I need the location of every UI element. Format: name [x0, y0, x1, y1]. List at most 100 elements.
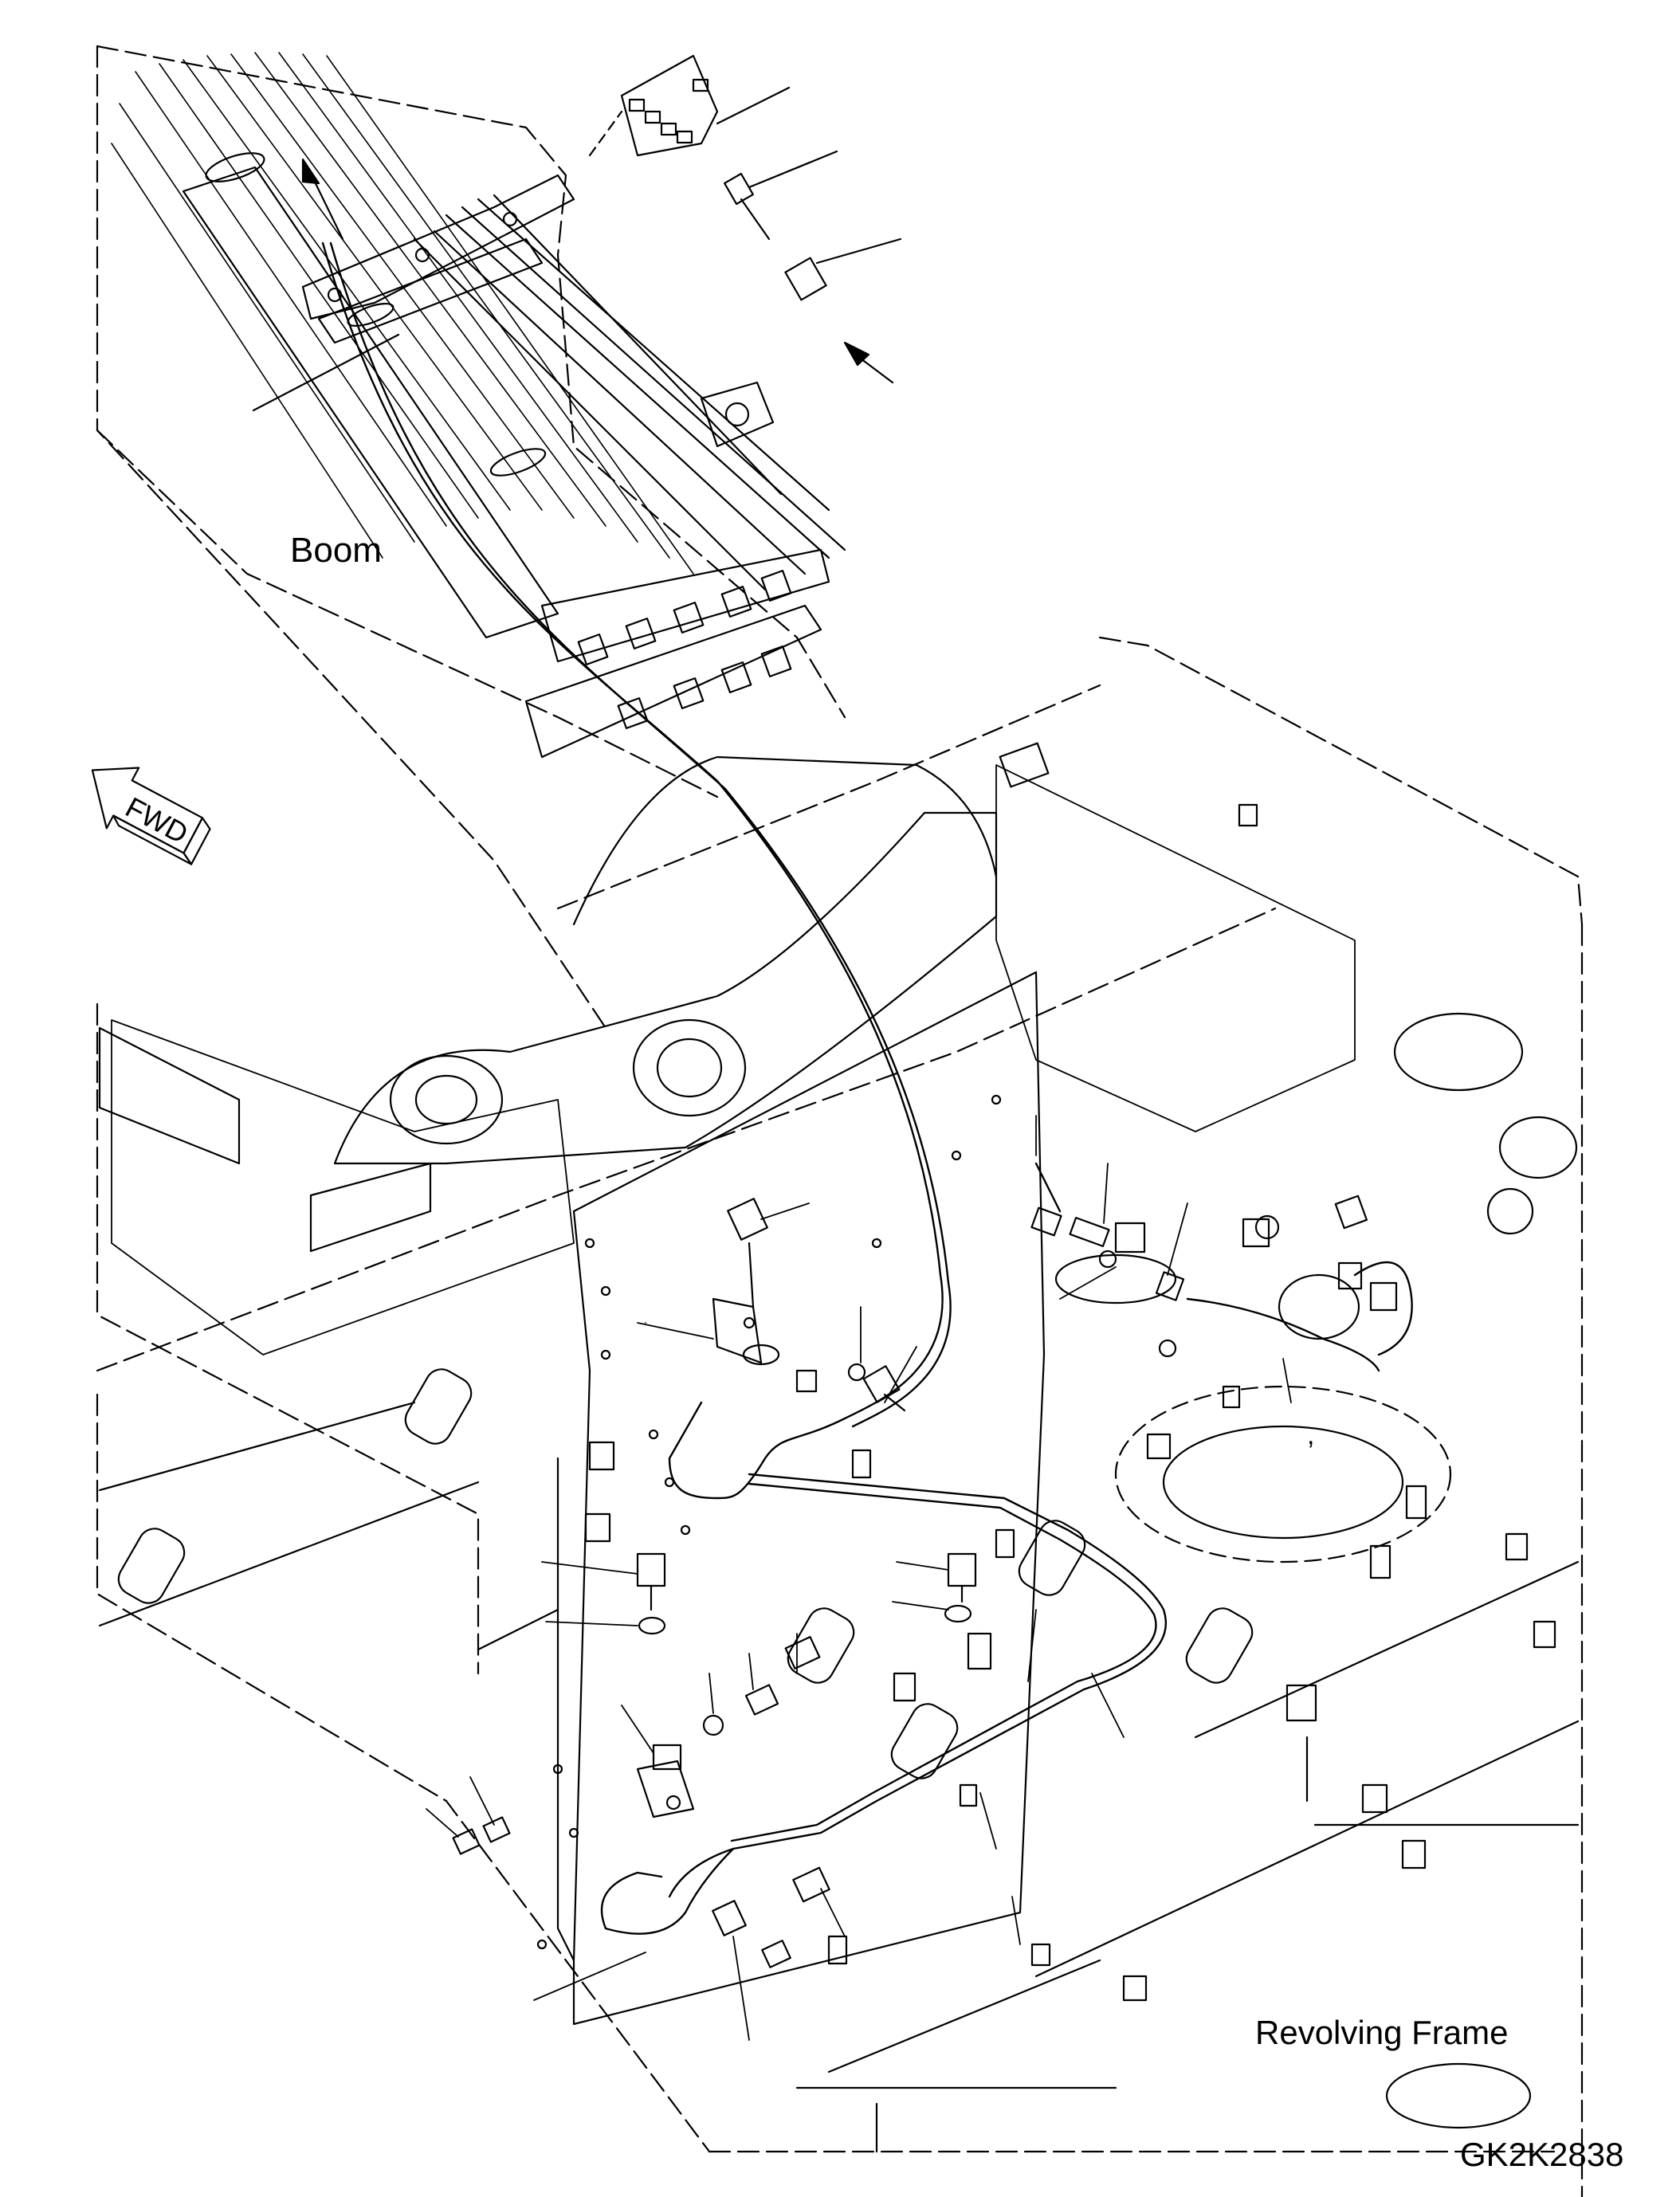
cover-plate — [1054, 1253, 1177, 1304]
frame-blocks — [584, 803, 1556, 2002]
frame-edge — [827, 1959, 1101, 2073]
hose-clamp — [851, 1449, 872, 1479]
distributor-nipples — [628, 78, 709, 144]
hose-hardware — [452, 1198, 1185, 1968]
clamp-small — [959, 1783, 978, 1807]
frame-hole-right-2 — [1498, 1116, 1578, 1179]
boom-outline-left — [96, 45, 607, 1030]
clamp-top — [652, 1744, 682, 1771]
washer — [944, 1604, 972, 1623]
fwd-arrow-icon: FWD — [91, 767, 211, 865]
bolt-head — [947, 1552, 977, 1587]
grease-nipple-cap — [482, 1816, 511, 1843]
boom-hatching — [111, 52, 694, 575]
deck-plate-left — [111, 1019, 575, 1355]
grease-distributor — [252, 54, 902, 412]
bolt-head — [862, 1365, 901, 1403]
hose-stub-right — [1034, 1162, 1062, 1213]
hose-block-plate — [524, 604, 822, 759]
left-rail-2 — [309, 1162, 432, 1253]
hose-to-lower — [668, 1473, 1168, 1898]
coupler — [792, 1866, 830, 1903]
cylinder-end — [205, 152, 265, 182]
leader — [815, 237, 902, 265]
grease-hose — [321, 241, 1413, 1935]
hose-fittings — [577, 570, 792, 729]
hose-clamp — [995, 1528, 1015, 1559]
frame-slot — [787, 1607, 855, 1684]
frame-slot — [404, 1368, 473, 1445]
boom-foot-pin-inner — [656, 1038, 723, 1098]
frame-hole-right — [1393, 1012, 1524, 1092]
frame-edge — [1194, 1560, 1580, 1739]
boom-assembly — [96, 45, 846, 1030]
boom-foot-body — [333, 811, 998, 1165]
flange-port — [724, 402, 750, 427]
comma-mark: , — [1307, 1420, 1314, 1450]
clip-bracket — [712, 1297, 763, 1364]
frame-edge — [477, 1608, 559, 1651]
adapter-nut — [784, 1636, 821, 1669]
washer — [638, 1616, 666, 1635]
pipe-bundle — [413, 194, 846, 591]
fitting-stem — [748, 1242, 755, 1308]
hose-adapter — [724, 172, 754, 206]
boom-foot-pin — [632, 1018, 747, 1117]
frame-outline-mid — [96, 907, 1277, 1372]
boom-outline-lower — [96, 429, 719, 798]
bolt — [1098, 1250, 1117, 1269]
leader — [748, 150, 838, 189]
frame-port — [1486, 1187, 1534, 1235]
hose-right-loop — [1353, 1261, 1413, 1356]
boom-foot-left — [389, 1054, 504, 1145]
flow-arrow-line — [309, 172, 344, 241]
boss-round — [1254, 1214, 1280, 1240]
hose-stub — [740, 198, 771, 241]
frame-slot — [117, 1528, 186, 1604]
boss — [999, 742, 1050, 788]
revolving-frame-label: Revolving Frame — [1255, 2014, 1509, 2051]
adapter — [744, 1684, 779, 1716]
bolt — [414, 247, 430, 263]
tee-body — [1069, 1217, 1110, 1247]
frame-outline-left — [96, 1002, 480, 1675]
boom-flange — [700, 381, 775, 448]
clip-eye — [742, 1344, 780, 1366]
lower-clamp — [636, 1760, 695, 1818]
bracket-panel-edge — [556, 1457, 575, 1962]
elbow — [1155, 1271, 1185, 1301]
fitting-block — [967, 1632, 992, 1670]
bolt — [1158, 1339, 1177, 1358]
tee-block — [1114, 1222, 1146, 1253]
cover-plate-2 — [1278, 1273, 1360, 1340]
leader — [252, 333, 400, 412]
frame-outline-left-2 — [96, 1393, 711, 2153]
boom-label: Boom — [290, 531, 382, 570]
flow-arrow-head — [301, 158, 320, 185]
bolt — [327, 287, 343, 303]
frame-edge — [98, 1401, 416, 1492]
inlet-arrow-head — [843, 341, 870, 367]
leader-lines — [426, 1115, 1292, 2041]
cylinder-ring — [489, 448, 547, 477]
frame-slot — [1018, 1520, 1086, 1596]
top-bracket — [301, 174, 575, 320]
hose-nut — [784, 257, 827, 301]
clip-hole — [743, 1316, 756, 1329]
frame-slot — [890, 1703, 959, 1779]
distributor-body — [620, 54, 719, 157]
hose-loop-bottom — [600, 1847, 735, 1935]
grease-nipple — [452, 1828, 481, 1855]
o-ring — [702, 1714, 724, 1736]
clamp-hole — [665, 1795, 681, 1811]
coupler-3 — [761, 1940, 791, 1968]
hose-block — [540, 548, 830, 663]
boom-cylinder — [182, 166, 559, 639]
hose-to-lower-2 — [730, 1482, 1157, 1842]
frame-edge — [1034, 1720, 1580, 1978]
washer — [847, 1363, 866, 1382]
frame-outline-top — [1098, 636, 1584, 926]
swing-circle-inner — [1162, 1425, 1404, 1540]
top-bracket-2 — [317, 237, 544, 344]
